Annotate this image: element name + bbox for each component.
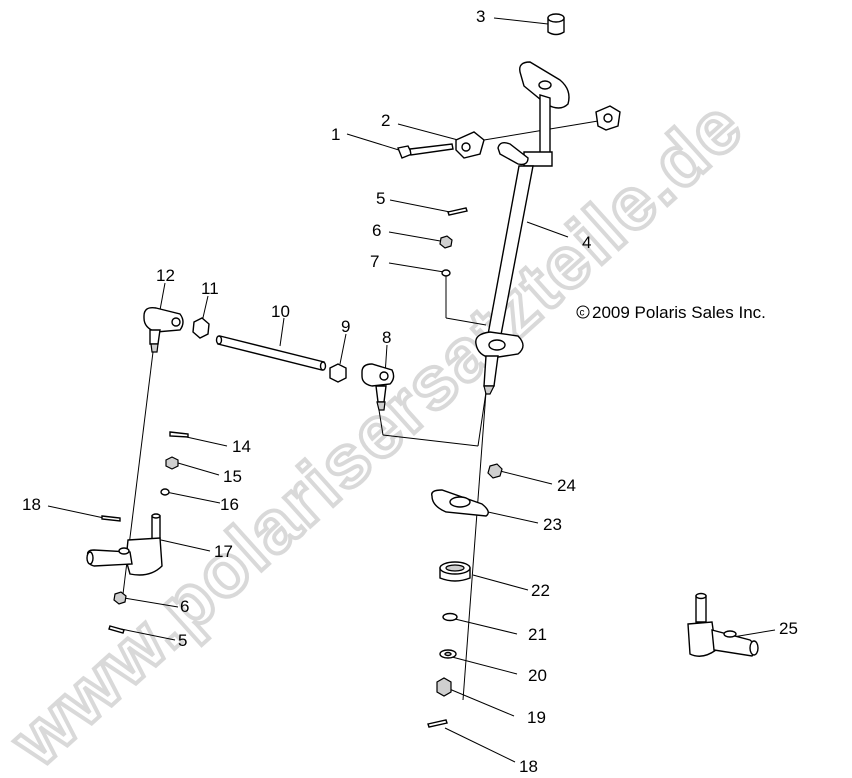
cotter-pin-spindle-part (101, 515, 121, 522)
callout-16: 16 (220, 495, 239, 514)
callout-18-left: 18 (22, 495, 41, 514)
spindle-left-part (86, 513, 163, 576)
steering-post-part (475, 61, 570, 395)
callout-6: 6 (372, 221, 381, 240)
copyright-symbol-icon (576, 305, 590, 319)
callout-17: 17 (214, 542, 233, 561)
jam-nut-part (329, 363, 347, 383)
callout-21: 21 (528, 625, 547, 644)
callout-8: 8 (382, 328, 391, 347)
callouts: 3 2 1 5 6 4 7 12 11 10 9 8 14 15 16 18 1… (22, 7, 798, 776)
nut-part (439, 235, 453, 249)
callout-11: 11 (201, 279, 219, 298)
callout-5: 5 (376, 189, 385, 208)
thrust-washer-part (442, 612, 458, 622)
callout-10: 10 (271, 302, 290, 321)
nut-lower-part (113, 591, 127, 605)
callout-14: 14 (232, 437, 251, 456)
leader-lines (47, 17, 776, 763)
callout-24: 24 (557, 476, 576, 495)
copyright-notice: c 2009 Polaris Sales Inc. (576, 303, 766, 322)
bearing-flange-part (431, 489, 489, 517)
jam-nut-left-part (192, 317, 210, 339)
callout-22: 22 (531, 581, 550, 600)
callout-20: 20 (528, 666, 547, 685)
cotter-pin-bottom-part (427, 719, 448, 728)
spindle-right-part (687, 592, 759, 657)
callout-12: 12 (156, 266, 175, 285)
callout-7: 7 (370, 252, 379, 271)
lock-nut-part (436, 677, 452, 697)
bearing-part (439, 561, 471, 582)
callout-4: 4 (582, 233, 591, 252)
copyright-symbol: c (580, 308, 585, 319)
callout-15: 15 (223, 467, 242, 486)
callout-25: 25 (779, 619, 798, 638)
callout-1: 1 (331, 125, 340, 144)
cotter-pin-left-part (169, 431, 189, 438)
tie-rod-end-left-part (143, 306, 184, 353)
bolt-part (397, 143, 454, 159)
callout-3: 3 (476, 7, 485, 26)
callout-23: 23 (543, 515, 562, 534)
cotter-pin-lower-part (108, 625, 125, 634)
cap-part (547, 13, 565, 36)
callout-9: 9 (341, 317, 350, 336)
tie-rod-tube-part (215, 335, 327, 371)
washer-bottom-part (439, 649, 457, 659)
callout-6-lower: 6 (180, 597, 189, 616)
copyright-text: 2009 Polaris Sales Inc. (592, 303, 766, 322)
callout-18-bottom: 18 (519, 757, 538, 776)
castle-nut-part (165, 456, 179, 470)
cotter-pin-part (447, 207, 468, 216)
callout-5-lower: 5 (178, 631, 187, 650)
washer-left-part (160, 488, 170, 496)
nut-bearing-part (487, 463, 503, 479)
clamp-part (455, 105, 621, 159)
washer-part (441, 269, 451, 277)
callout-19: 19 (527, 708, 546, 727)
watermark: www.polarisersatzteile.de (0, 83, 758, 778)
callout-2: 2 (381, 111, 390, 130)
tie-rod-end-right-part (361, 363, 395, 411)
